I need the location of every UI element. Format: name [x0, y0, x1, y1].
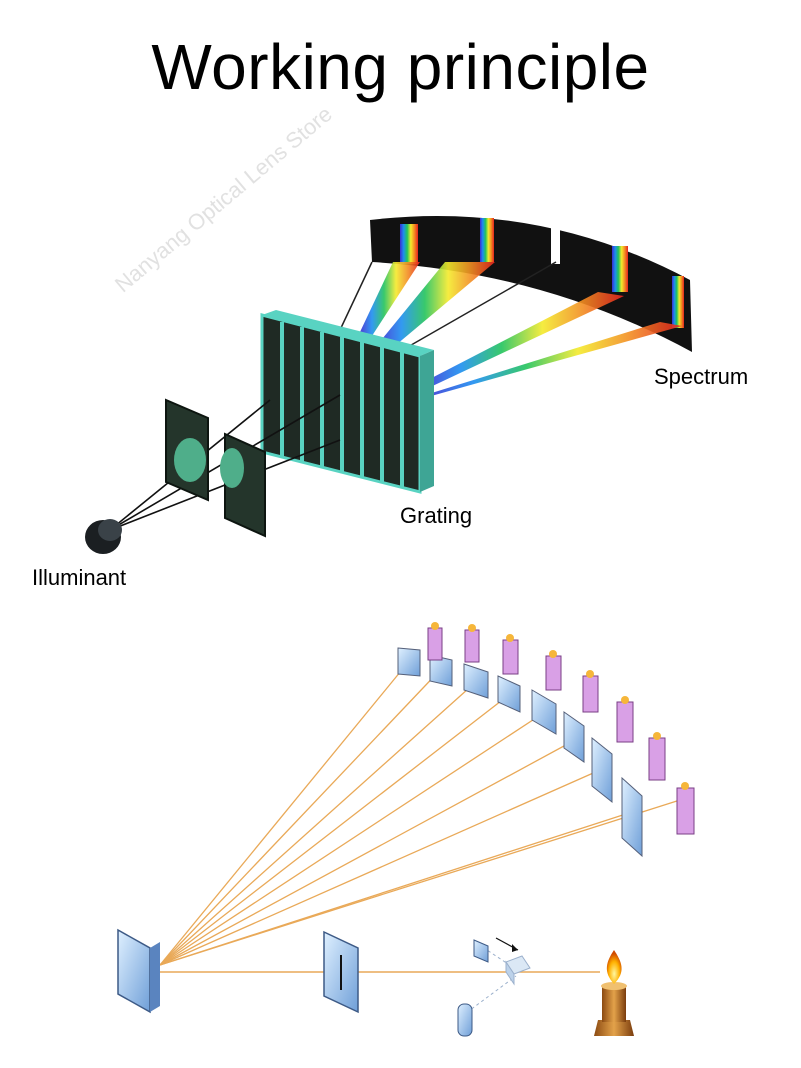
collimator-panel-2 — [220, 432, 266, 538]
beam-splitter — [473, 937, 531, 986]
collimator-panel-1 — [165, 398, 209, 502]
illuminant-lamp — [85, 519, 122, 554]
spectrum-line-2 — [480, 218, 494, 262]
diffracted-rays — [159, 659, 681, 966]
entrance-slit — [323, 930, 359, 1014]
exit-slits — [397, 647, 643, 858]
detector-5 — [582, 670, 599, 713]
optical-axis — [160, 943, 600, 1017]
detector-3 — [502, 634, 519, 675]
page-title: Working principle — [151, 31, 650, 103]
detector-2 — [464, 624, 480, 663]
detector-4 — [545, 650, 562, 691]
spectrum-screen — [370, 216, 692, 352]
concave-grating — [117, 928, 160, 1014]
photomultiplier-detectors — [427, 622, 695, 835]
grating-label: Grating — [400, 503, 473, 528]
spectrum-label: Spectrum — [654, 364, 749, 389]
detector-1 — [427, 622, 443, 661]
detector-6 — [616, 696, 634, 743]
reference-detector — [457, 1003, 473, 1037]
illuminant-label: Illuminant — [32, 565, 127, 590]
flame-source — [594, 950, 634, 1036]
spectrum-line-4 — [672, 276, 684, 328]
spectrum-line-1 — [400, 224, 418, 264]
spectrum-line-3 — [612, 246, 628, 292]
grating — [260, 310, 434, 494]
detector-7 — [648, 732, 666, 781]
spectrum-line-zero — [551, 224, 560, 264]
detector-8 — [676, 782, 695, 835]
dispersed-beams — [339, 261, 682, 398]
